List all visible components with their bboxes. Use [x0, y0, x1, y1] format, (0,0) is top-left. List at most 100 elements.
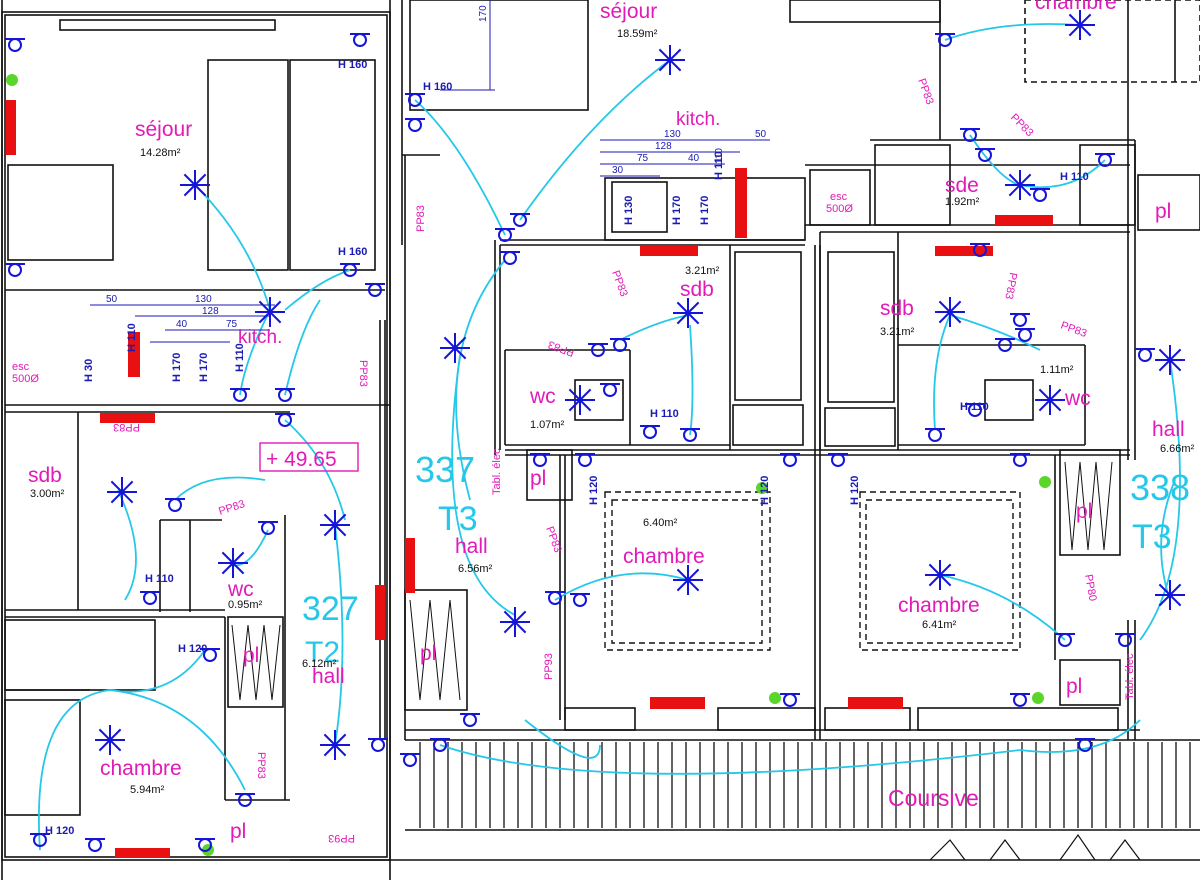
dimension-lines [90, 0, 770, 343]
apt-337-dim-75: 75 [637, 153, 649, 164]
apt-337-hall-label: hall [455, 535, 488, 558]
mid-chambre-label: chambre [898, 594, 980, 617]
mid-door-pp83-b: PP83 [1008, 112, 1036, 140]
apt-327-dim-75: 75 [226, 319, 238, 330]
outlet-icon [168, 498, 182, 512]
apt-337-sdb-area: 3.21m² [685, 265, 720, 277]
apt-337-h-chambre-a: H 120 [588, 476, 600, 505]
mid-esc-volume: 500Ø [826, 203, 853, 215]
outlet-icon [1138, 348, 1152, 362]
outlet-icon [261, 521, 275, 535]
outlet-icon [1033, 188, 1047, 202]
apt-327-pl-2: pl [230, 820, 246, 843]
mid-chambre-top-label: chambre [1035, 0, 1117, 14]
apt-338-type: T3 [1132, 518, 1172, 556]
apt-337-type: T3 [438, 500, 478, 538]
apt-338-pl-3: pl [1155, 200, 1171, 223]
ceiling-light-icon [320, 730, 350, 760]
apt-337-h-kitchen-110: H 110 [713, 151, 725, 180]
apt-327-sdb-area: 3.00m² [30, 488, 65, 500]
outlet-icon [353, 33, 367, 47]
apt-327-h-sejour-bottom: H 160 [338, 246, 367, 258]
level-marker: + 49.65 [266, 448, 337, 471]
apt-327-h-kitchen-110: H 110 [126, 323, 138, 352]
mid-chambre-area: 6.41m² [922, 619, 957, 631]
apt-337-dim-50: 50 [755, 129, 767, 140]
outlet-icon [643, 425, 657, 439]
mid-h-chambre: H 120 [849, 476, 861, 505]
ceiling-light-icon [440, 333, 470, 363]
apt-327-h-wc: H 110 [145, 573, 174, 585]
outlet-icon [603, 383, 617, 397]
apt-327-door-pp83-a: PP83 [357, 360, 369, 387]
apt-327-door-pp83-d: PP83 [255, 752, 267, 779]
apt-337-pl-2: pl [420, 642, 436, 665]
heaters [6, 100, 1053, 858]
ceiling-light-icon [925, 560, 955, 590]
outlet-icon [88, 838, 102, 852]
coursive-railing [419, 742, 1191, 828]
apt-327-h-kitchen-170a: H 170 [171, 353, 183, 382]
outlet-icon [503, 251, 517, 265]
apt-327-hall-label: hall [312, 665, 345, 688]
apt-337-h-kitchen-170b: H 170 [699, 196, 711, 225]
apt-337-number: 337 [415, 449, 475, 490]
apt-337-dim-40: 40 [688, 153, 700, 164]
ceiling-light-icon [1035, 385, 1065, 415]
apt-327-h-kitchen-30: H 30 [83, 359, 95, 382]
apt-337-door-pp93: PP93 [543, 653, 555, 680]
ceiling-light-icon [95, 725, 125, 755]
ceiling-light-icon [107, 477, 137, 507]
outlet-icon [1013, 693, 1027, 707]
apt-327-esc-label: esc [12, 361, 30, 373]
mid-sdb-label: sdb [880, 297, 914, 320]
apt-337-chambre-label: chambre [623, 545, 705, 568]
ceiling-light-icon [1155, 345, 1185, 375]
level-box [259, 442, 359, 472]
coursive-label: Coursive [888, 785, 979, 811]
mid-wc-label: wc [1064, 387, 1091, 410]
apt-327-chambre-area: 5.94m² [130, 784, 165, 796]
apt-337-dim-110: 110 [714, 148, 725, 164]
ceiling-light-icon [255, 297, 285, 327]
apt-327-sdb-label: sdb [28, 464, 62, 487]
apt-338-hall-label: hall [1152, 418, 1185, 441]
apt-338-number: 338 [1130, 467, 1190, 508]
mid-door-pp83-a: PP83 [915, 77, 935, 106]
apt-327-wc-area: 0.95m² [228, 599, 263, 611]
outlet-icon [371, 738, 385, 752]
apt-337-dim-128: 128 [655, 141, 672, 152]
apt-327-h-kitchen-110b: H 110 [234, 343, 246, 372]
apt-327-esc-volume: 500Ø [12, 373, 39, 385]
apt-327-dim-130: 130 [195, 294, 212, 305]
beds-dashed [604, 491, 1021, 651]
apt-337-hall-area: 6.56m² [458, 563, 493, 575]
apt-337-chambre-area: 6.40m² [643, 517, 678, 529]
outlets [5, 33, 1155, 852]
outlet-icon [1013, 313, 1027, 327]
apt-338-pl-2: pl [1066, 675, 1082, 698]
mid-h-wc: H 110 [960, 401, 989, 413]
ceiling-light-icon [180, 170, 210, 200]
apt-337-h-kitchen-170a: H 170 [671, 196, 683, 225]
stair-steps [929, 833, 1141, 861]
mid-sdb-area: 3.21m² [880, 326, 915, 338]
apt-337-h-chambre-b: H 120 [759, 476, 771, 505]
apt-337-sejour-area: 18.59m² [617, 28, 658, 40]
apt-327-sejour-area: 14.28m² [140, 147, 181, 159]
apt-327-door-pp83-c: PP83 [217, 498, 246, 518]
outlet-icon [8, 263, 22, 277]
wiring-circuits [38, 23, 1181, 851]
apt-327-sejour-label: séjour [135, 118, 192, 141]
ceiling-light-icon [673, 298, 703, 328]
apt-327-number: 327 [302, 590, 359, 628]
apt-337-pl-1: pl [530, 467, 546, 490]
apt-337-wc-area: 1.07m² [530, 419, 565, 431]
mid-door-pp83-c: PP83 [1002, 271, 1018, 300]
apt-327-kitchen-label: kitch. [238, 327, 282, 348]
ceiling-light-icon [500, 607, 530, 637]
apt-327-h-kitchen-170b: H 170 [198, 353, 210, 382]
apt-338-pl-1: pl [1076, 500, 1092, 523]
apt-337-door-pp83-b: PP83 [609, 269, 629, 298]
